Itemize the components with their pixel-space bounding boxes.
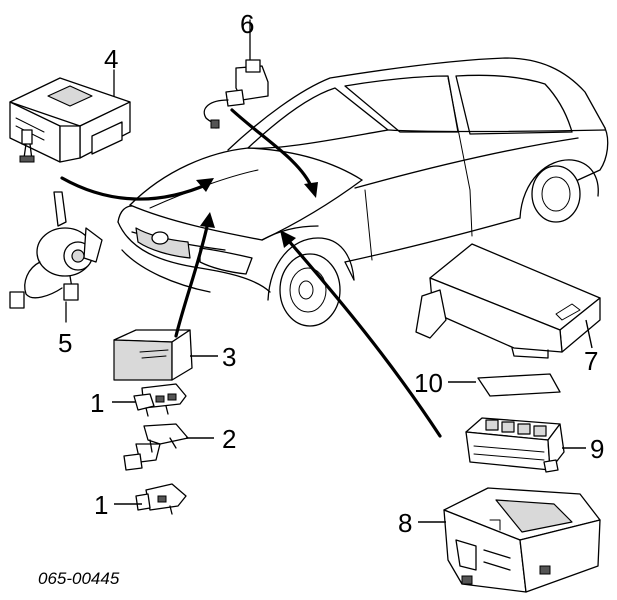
callout-1-lower: 1 <box>94 490 108 520</box>
car-illustration <box>117 57 609 327</box>
part-1-bracket-lower <box>114 483 187 515</box>
part-6-sensor <box>203 19 269 129</box>
callout-4: 4 <box>104 44 118 74</box>
callout-2: 2 <box>222 424 236 454</box>
callout-3: 3 <box>222 342 236 372</box>
arrowhead-4 <box>196 178 214 192</box>
part-8-housing <box>418 487 601 593</box>
part-9-relay-block <box>465 417 586 473</box>
part-4-control-unit <box>9 69 131 163</box>
part-7-control-module <box>415 243 601 359</box>
callout-6: 6 <box>240 9 254 39</box>
arrows <box>60 108 442 438</box>
callout-8: 8 <box>398 508 412 538</box>
arrowhead-6 <box>304 182 318 198</box>
part-2-bracket <box>123 423 214 471</box>
diagram-code: 065-00445 <box>38 569 120 588</box>
arrowhead-9 <box>280 230 296 248</box>
callout-10: 10 <box>414 368 443 398</box>
callout-5: 5 <box>58 328 72 358</box>
callout-1-upper: 1 <box>90 388 104 418</box>
callout-9: 9 <box>590 434 604 464</box>
part-10-label <box>448 373 561 397</box>
arrowhead-3 <box>200 212 215 228</box>
callout-7: 7 <box>584 346 598 376</box>
part-5-actuator <box>9 191 103 323</box>
part-3-cover <box>113 329 218 381</box>
part-1-bracket-upper <box>112 383 187 417</box>
